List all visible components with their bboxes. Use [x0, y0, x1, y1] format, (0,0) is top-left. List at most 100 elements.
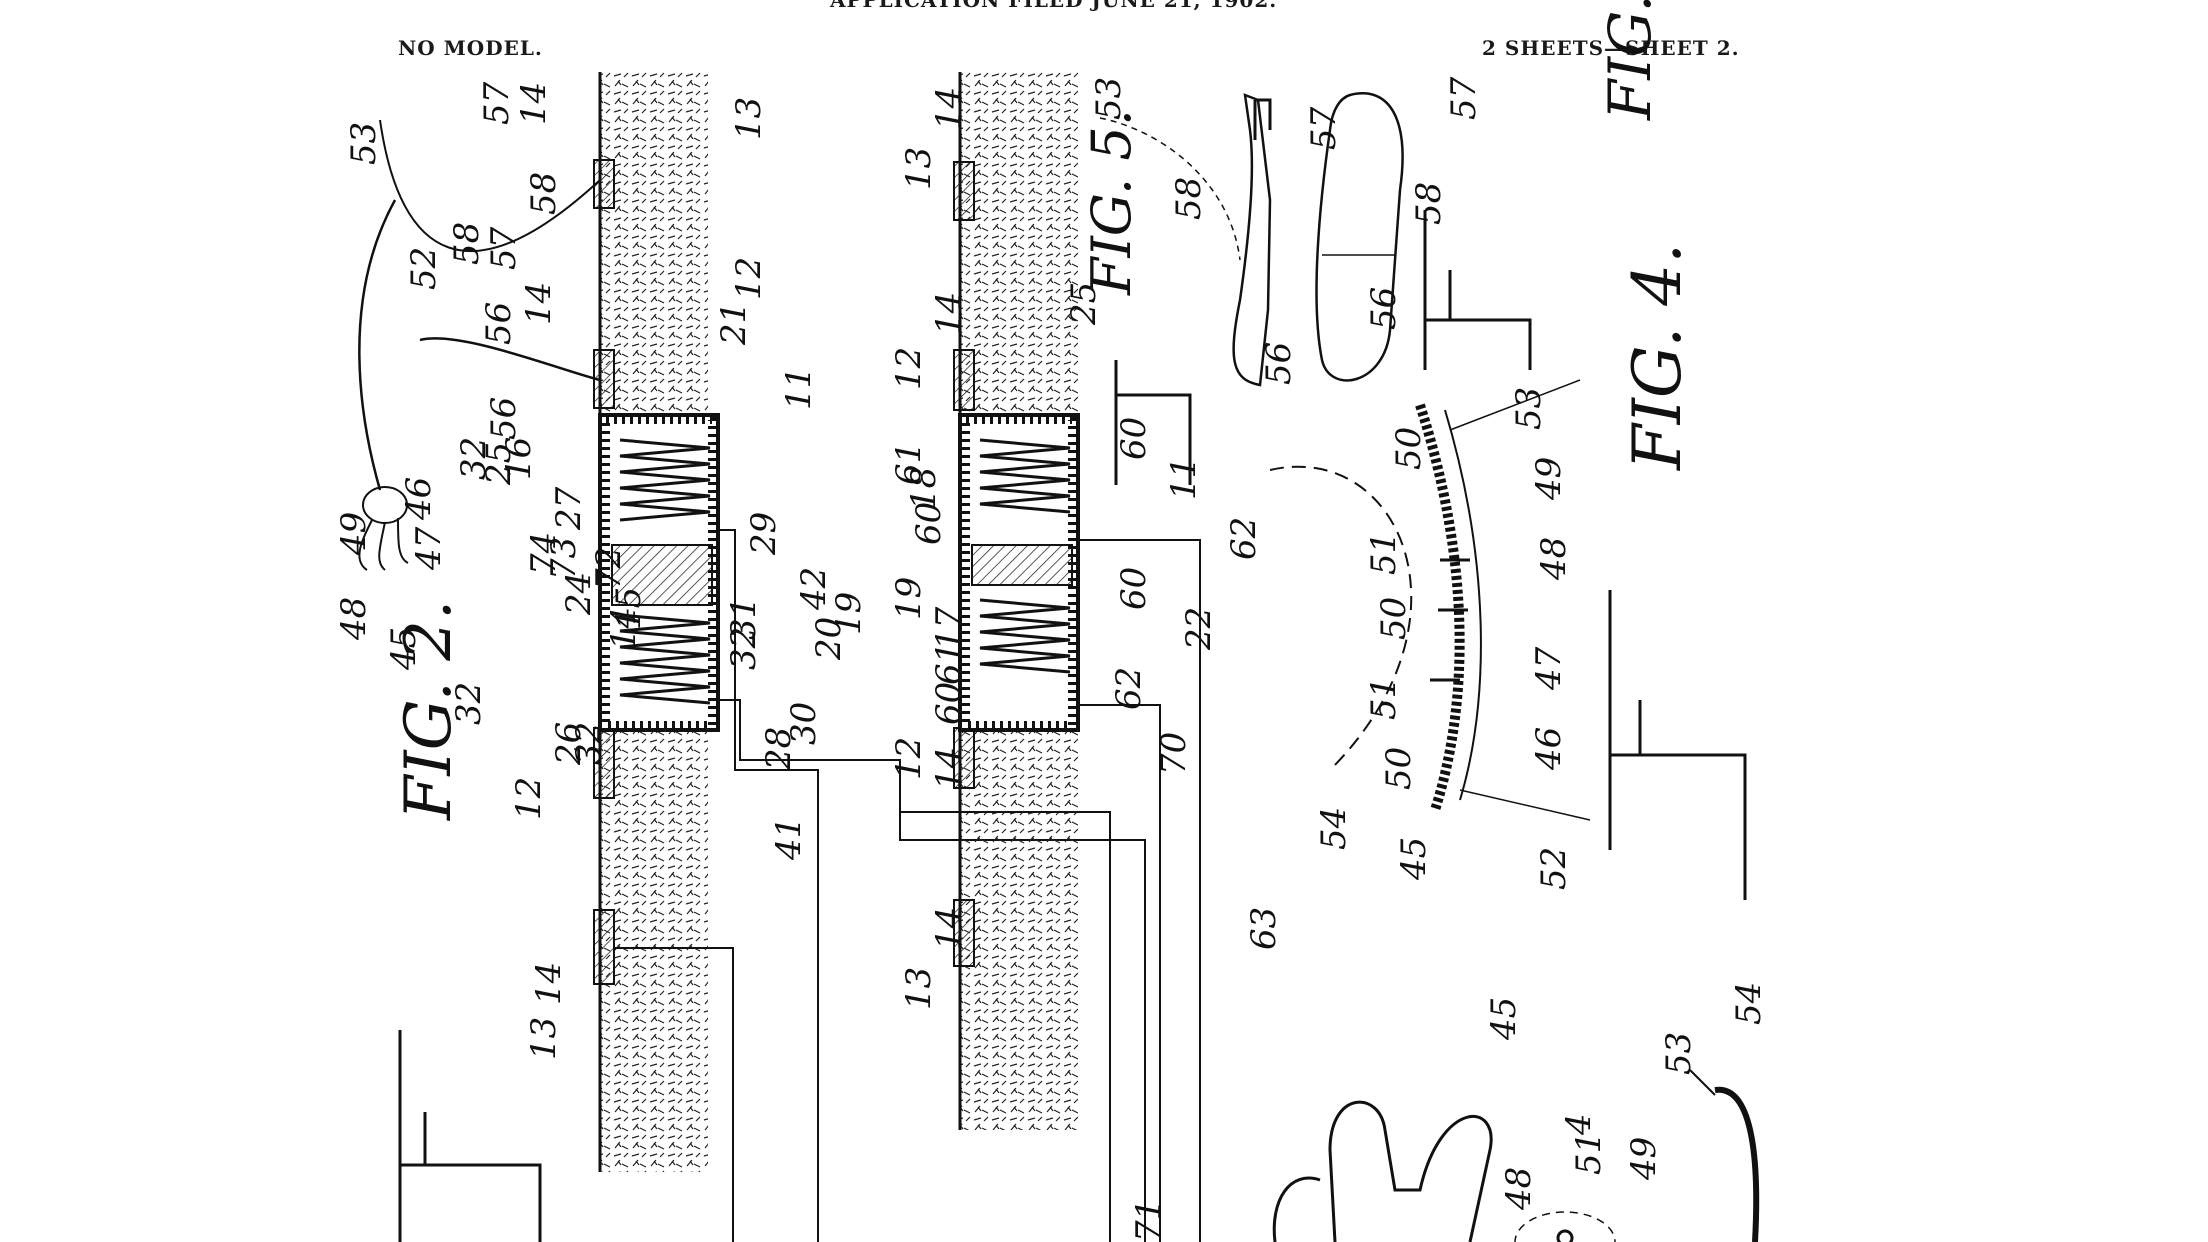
reference-numeral: 73	[544, 537, 584, 580]
reference-numeral: 14	[529, 962, 569, 1005]
reference-numeral: 25	[1064, 282, 1104, 326]
reference-numeral: 15	[609, 587, 649, 630]
reference-numeral: 46	[1529, 727, 1569, 771]
reference-numeral: 62	[1109, 667, 1149, 710]
reference-numeral: 49	[1624, 1137, 1664, 1181]
reference-numeral: 30	[784, 702, 824, 745]
reference-numeral: 45	[384, 627, 424, 671]
no-model-label: NO MODEL.	[398, 36, 543, 60]
reference-numeral: 56	[1364, 287, 1404, 330]
reference-numeral: 13	[899, 147, 939, 190]
reference-numeral: 45	[1394, 837, 1434, 881]
reference-numeral: 16	[499, 437, 539, 480]
reference-numeral: 48	[1499, 1167, 1539, 1211]
reference-numeral: 62	[1224, 517, 1264, 560]
reference-numeral: 56	[484, 397, 524, 440]
reference-numeral: 12	[889, 737, 929, 780]
reference-numeral: 14	[604, 607, 644, 650]
fig2-plate-top	[593, 159, 615, 209]
application-filed-heading: APPLICATION FILED JUNE 21, 1902.	[830, 0, 1278, 12]
reference-numeral: 22	[1179, 607, 1219, 651]
reference-numeral: 32	[569, 722, 609, 765]
reference-numeral: 14	[519, 282, 559, 325]
reference-numeral: 50	[1389, 427, 1429, 470]
reference-numeral: 19	[829, 592, 869, 635]
reference-numeral: 49	[1529, 457, 1569, 501]
glove-drawing: 45 53 54 451 48 49	[1272, 982, 1769, 1242]
reference-numeral: 53	[1089, 77, 1129, 120]
reference-numeral: 56	[479, 302, 519, 345]
reference-numeral: 53	[1659, 1032, 1699, 1075]
reference-numeral: 27	[549, 486, 589, 531]
reference-numeral: 74	[524, 532, 564, 575]
reference-numeral: 58	[524, 172, 564, 215]
reference-numeral: 54	[1314, 807, 1354, 850]
reference-numeral: 26	[549, 722, 589, 766]
reference-numeral: 12	[509, 777, 549, 820]
reference-numeral: 53	[344, 122, 384, 165]
reference-numeral: 47	[409, 526, 449, 571]
reference-numeral: 12	[729, 257, 769, 300]
reference-numeral: 13	[899, 967, 939, 1010]
reference-numeral: 14	[929, 907, 969, 950]
reference-numeral: 50	[1374, 597, 1414, 640]
reference-numeral: 14	[929, 747, 969, 790]
reference-numeral: 25	[479, 442, 519, 486]
reference-numeral: 60	[929, 682, 969, 725]
reference-numeral: 45	[1484, 997, 1524, 1041]
reference-numeral: 57	[1444, 76, 1484, 120]
reference-numeral: 58	[1169, 177, 1209, 220]
reference-numeral: 72	[589, 547, 629, 590]
reference-numeral: 32	[724, 627, 764, 670]
reference-numeral: 32	[454, 437, 494, 480]
reference-numeral: 14	[514, 82, 554, 125]
reference-numeral: 12	[889, 347, 929, 390]
reference-numeral: 53	[1509, 387, 1549, 430]
reference-numeral: 61	[929, 642, 969, 685]
reference-numeral: 11	[779, 367, 819, 410]
reference-numeral: 50	[1379, 747, 1419, 790]
reference-numeral: 60	[909, 502, 949, 545]
fig2-title: FIG. 2.	[392, 600, 466, 821]
reference-numeral: 14	[929, 87, 969, 130]
reference-numeral: 56	[1259, 342, 1299, 385]
reference-numeral: 28	[759, 727, 799, 771]
reference-numeral: 13	[729, 97, 769, 140]
reference-numeral: 4	[1559, 1113, 1599, 1136]
reference-numeral: 71	[1129, 1199, 1169, 1242]
reference-numeral: 48	[1534, 537, 1574, 581]
reference-numeral: 54	[1729, 982, 1769, 1025]
reference-numeral: 29	[744, 512, 784, 556]
fig4-title: FIG. 4.	[1619, 243, 1696, 471]
reference-numeral: 60	[1114, 567, 1154, 610]
reference-numeral: 70	[1154, 732, 1194, 775]
reference-numeral: 51	[1364, 532, 1404, 575]
sheet-count-label: 2 SHEETS—SHEET 2.	[1482, 36, 1740, 60]
reference-numeral: 57	[1304, 106, 1344, 150]
reference-numeral: 63	[1244, 907, 1284, 950]
fig5-title: FIG. 5.	[1080, 109, 1143, 296]
reference-numeral: 17	[929, 606, 969, 650]
reference-numeral: 14	[929, 292, 969, 335]
reference-numeral: 52	[404, 247, 444, 290]
reference-numeral: 58	[447, 222, 487, 265]
reference-numeral: 61	[889, 442, 929, 485]
reference-numeral: 11	[1164, 457, 1204, 500]
reference-numeral: 46	[399, 477, 439, 521]
reference-numeral: 49	[334, 512, 374, 556]
reference-numeral: 51	[1569, 1132, 1609, 1175]
fig6-title: FIG. 6.	[1596, 0, 1664, 121]
reference-numeral: 24	[559, 572, 599, 616]
reference-numeral: 41	[769, 817, 809, 861]
fig2-plate-bottom	[593, 909, 615, 985]
